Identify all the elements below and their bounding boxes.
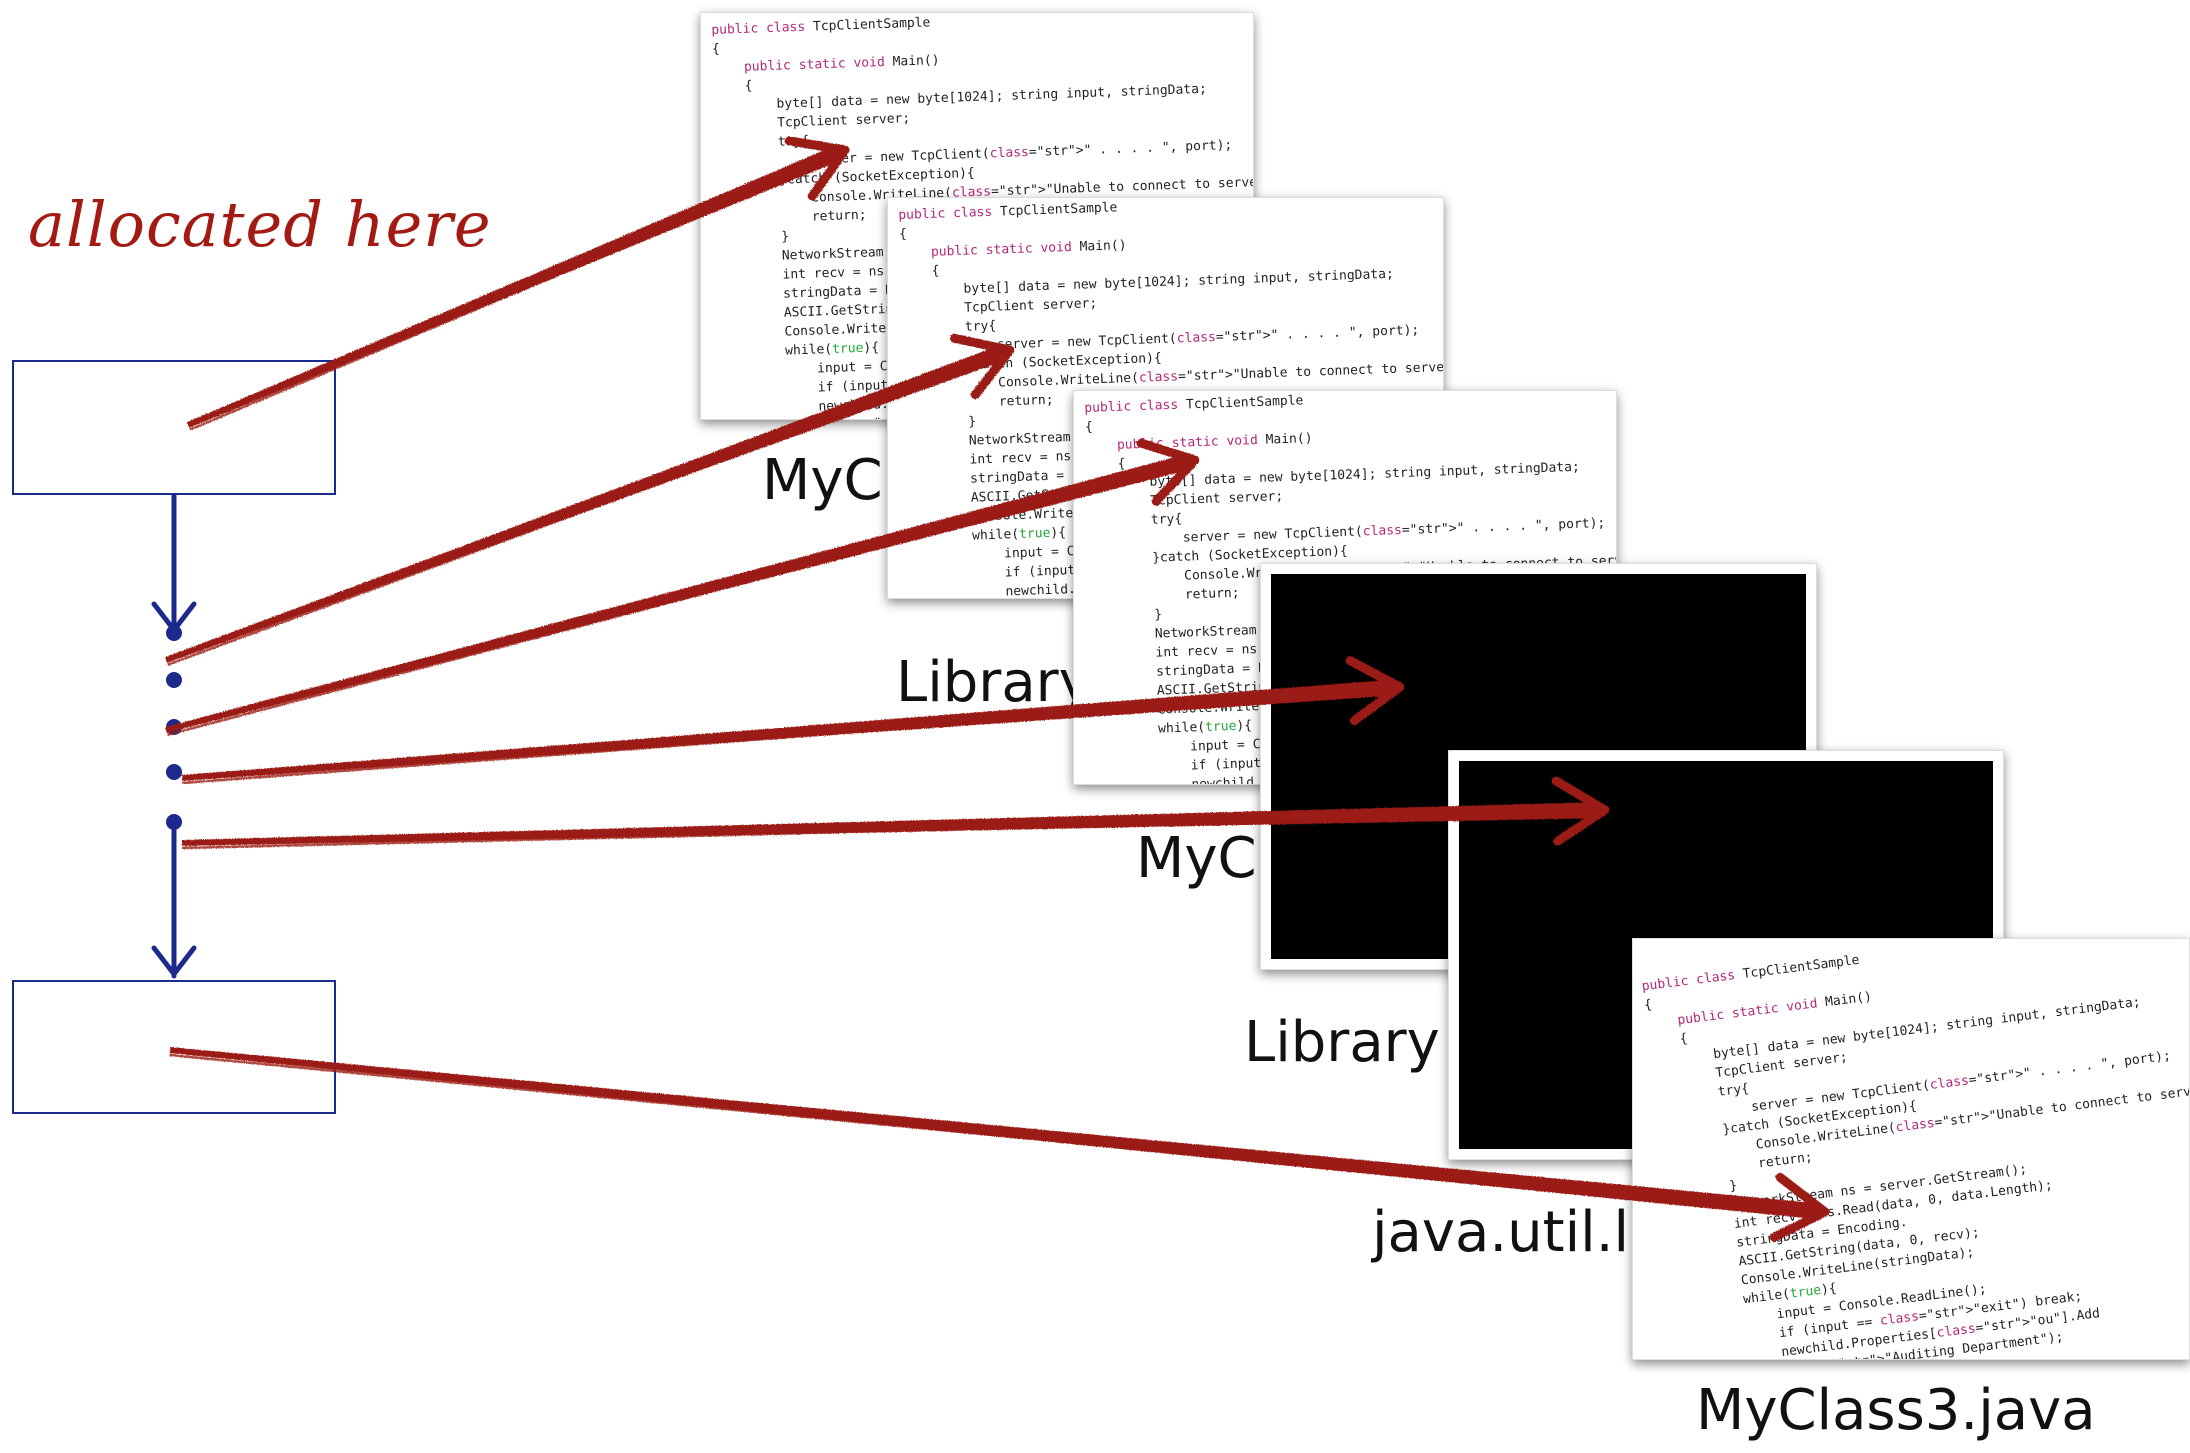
pointer-arrow-shaft bbox=[164, 344, 1008, 663]
pointer-arrow-stroke bbox=[182, 812, 1606, 850]
file-caption-5: java.util.l bbox=[1372, 1200, 1630, 1265]
pointer-arrow-stroke bbox=[166, 462, 1197, 737]
pointer-arrow-shaft bbox=[165, 453, 1192, 733]
pointer-arrow-head bbox=[1769, 1172, 1830, 1242]
pointer-arrow-shaft bbox=[181, 802, 1600, 846]
pointer-arrow-head bbox=[1345, 656, 1405, 725]
pointer-arrow-stroke bbox=[167, 352, 1012, 666]
pointer-arrow-stroke bbox=[189, 152, 848, 431]
code-file-card-4: public class TcpClientSample { public st… bbox=[1632, 938, 2190, 1360]
file-caption-3: MyC bbox=[1136, 826, 1257, 891]
pointer-arrow-head bbox=[950, 333, 1015, 400]
stack-connector bbox=[151, 493, 197, 979]
stack-frame-bottom bbox=[12, 980, 336, 1114]
pointer-arrow-shaft bbox=[186, 144, 843, 428]
allocated-here-annotation: allocated here bbox=[28, 188, 492, 261]
file-caption-4: Library bbox=[1244, 1010, 1440, 1075]
pointer-arrow-shaft bbox=[169, 1047, 1820, 1220]
file-caption-6: MyClass3.java bbox=[1696, 1378, 2096, 1443]
pointer-arrow-shaft bbox=[181, 679, 1395, 781]
pointer-arrow-stroke bbox=[182, 689, 1401, 785]
pointer-arrow-head bbox=[784, 136, 850, 201]
pointer-arrow-head bbox=[1551, 776, 1610, 846]
pointer-arrow-stroke bbox=[169, 1053, 1825, 1218]
file-caption-2: Library bbox=[896, 650, 1092, 715]
file-caption-1: MyC bbox=[762, 448, 883, 513]
pointer-arrow-head bbox=[1136, 438, 1200, 506]
